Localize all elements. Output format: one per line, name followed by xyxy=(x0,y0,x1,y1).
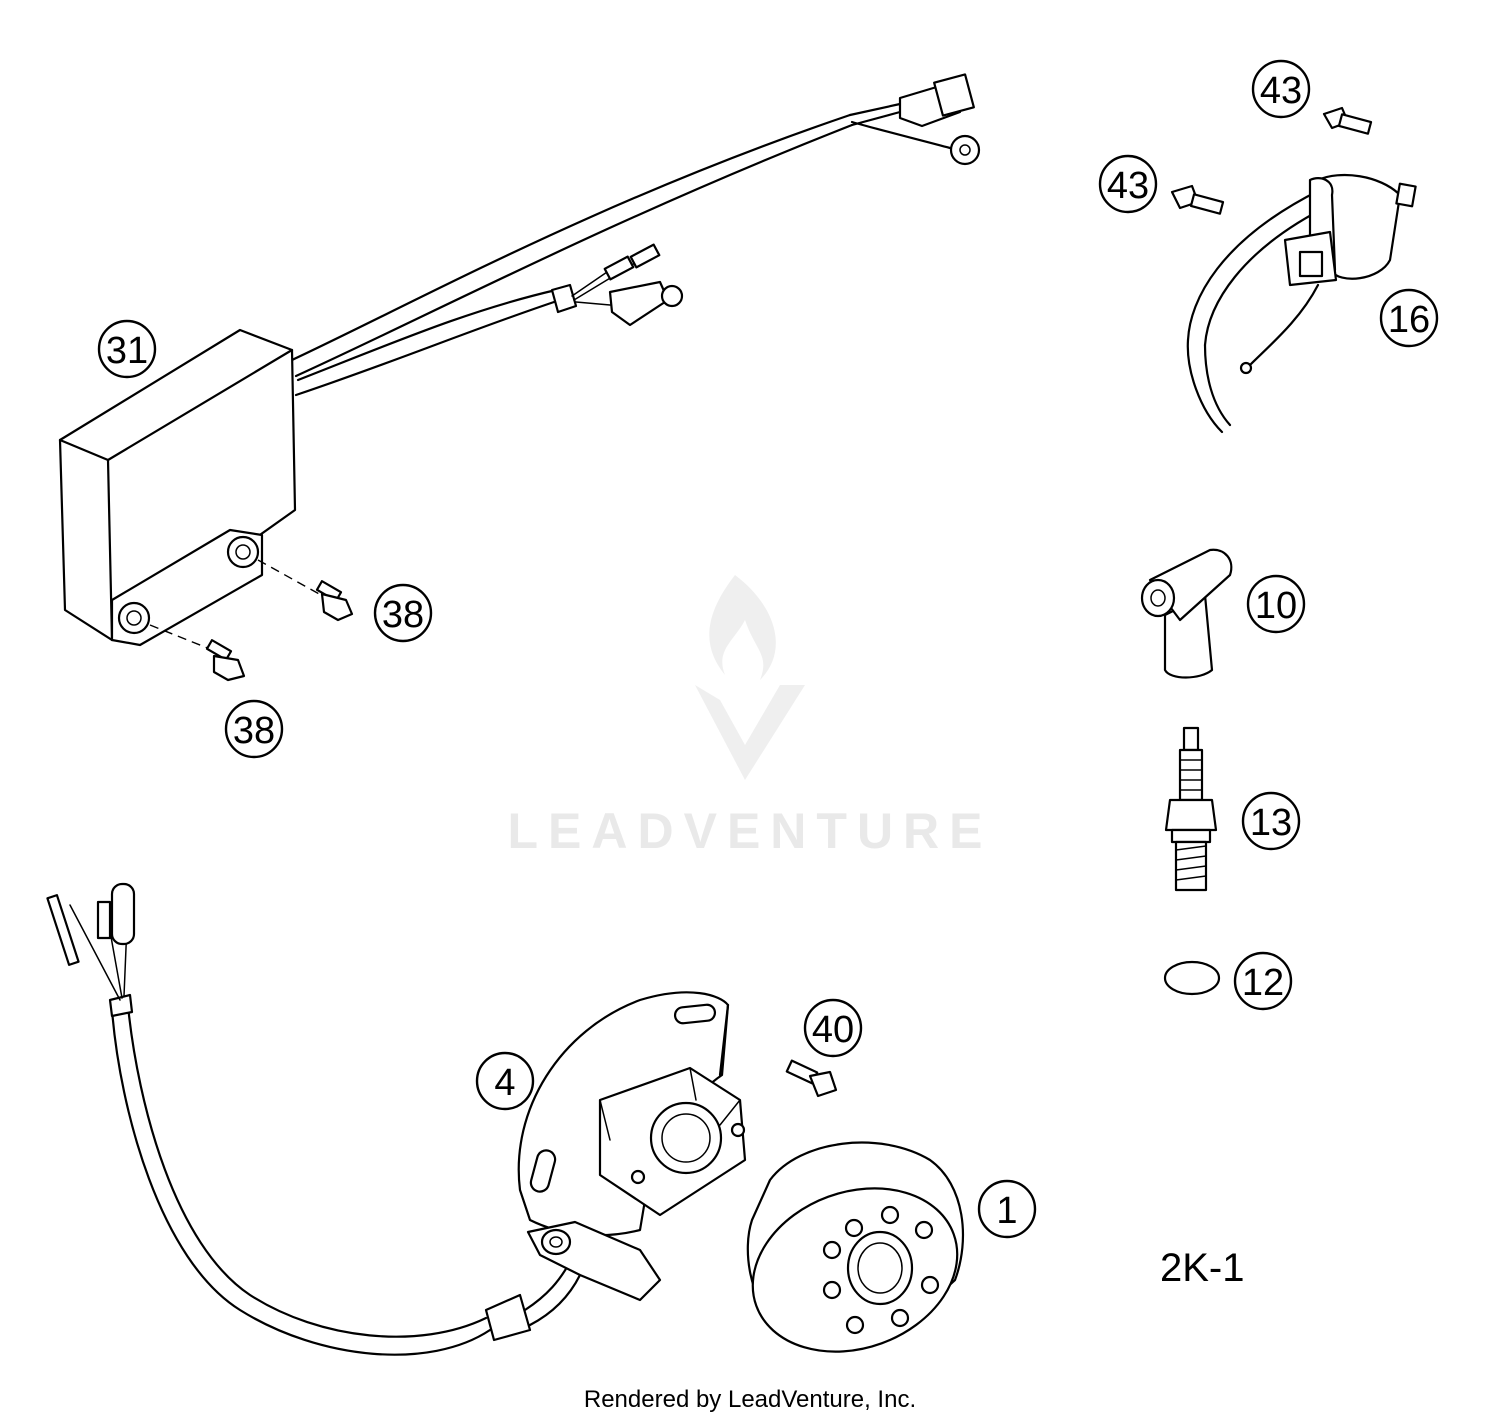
callout-10-label: 10 xyxy=(1255,585,1297,627)
bolt-40 xyxy=(785,1059,838,1098)
callout-38-upper: 38 xyxy=(373,583,433,643)
callout-43-upper: 43 xyxy=(1251,59,1311,119)
callout-12: 12 xyxy=(1233,951,1293,1011)
callout-38-lower-label: 38 xyxy=(233,710,275,752)
callout-4-label: 4 xyxy=(494,1062,515,1104)
callout-43-upper-label: 43 xyxy=(1260,70,1302,112)
callout-10: 10 xyxy=(1246,574,1306,634)
spark-plug-part xyxy=(1164,726,1218,892)
callout-31: 31 xyxy=(97,319,157,379)
bolt-43-lower xyxy=(1170,184,1225,215)
stator-wiring xyxy=(46,882,582,1356)
callout-16-label: 16 xyxy=(1388,299,1430,341)
bolt-38-lower xyxy=(149,624,246,682)
callout-38-lower: 38 xyxy=(224,699,284,759)
ignition-coil-part xyxy=(1186,173,1417,434)
flywheel-rotor-part xyxy=(746,1141,965,1353)
bolt-43-upper xyxy=(1322,106,1373,135)
callout-40-label: 40 xyxy=(812,1009,854,1051)
watermark-text: LEADVENTURE xyxy=(507,803,992,859)
callout-13: 13 xyxy=(1241,791,1301,851)
watermark-logo: LEADVENTURE xyxy=(507,575,992,859)
washer-part xyxy=(1163,960,1221,996)
stator-part xyxy=(517,991,747,1302)
bolt-38-upper xyxy=(257,559,354,622)
spark-plug-cap-part xyxy=(1140,548,1233,679)
callout-12-label: 12 xyxy=(1242,962,1284,1004)
callout-31-label: 31 xyxy=(106,330,148,372)
figure-code: 2K-1 xyxy=(1160,1246,1245,1290)
callout-4: 4 xyxy=(475,1051,535,1111)
callout-43-lower: 43 xyxy=(1098,154,1158,214)
callout-38-upper-label: 38 xyxy=(382,594,424,636)
callout-16: 16 xyxy=(1379,288,1439,348)
callout-1-label: 1 xyxy=(996,1190,1017,1232)
callout-13-label: 13 xyxy=(1250,802,1292,844)
callout-1: 1 xyxy=(977,1179,1037,1239)
cdi-unit-part xyxy=(58,73,981,647)
callout-43-lower-label: 43 xyxy=(1107,165,1149,207)
callout-40: 40 xyxy=(803,998,863,1058)
footer-credit: Rendered by LeadVenture, Inc. xyxy=(584,1386,916,1413)
